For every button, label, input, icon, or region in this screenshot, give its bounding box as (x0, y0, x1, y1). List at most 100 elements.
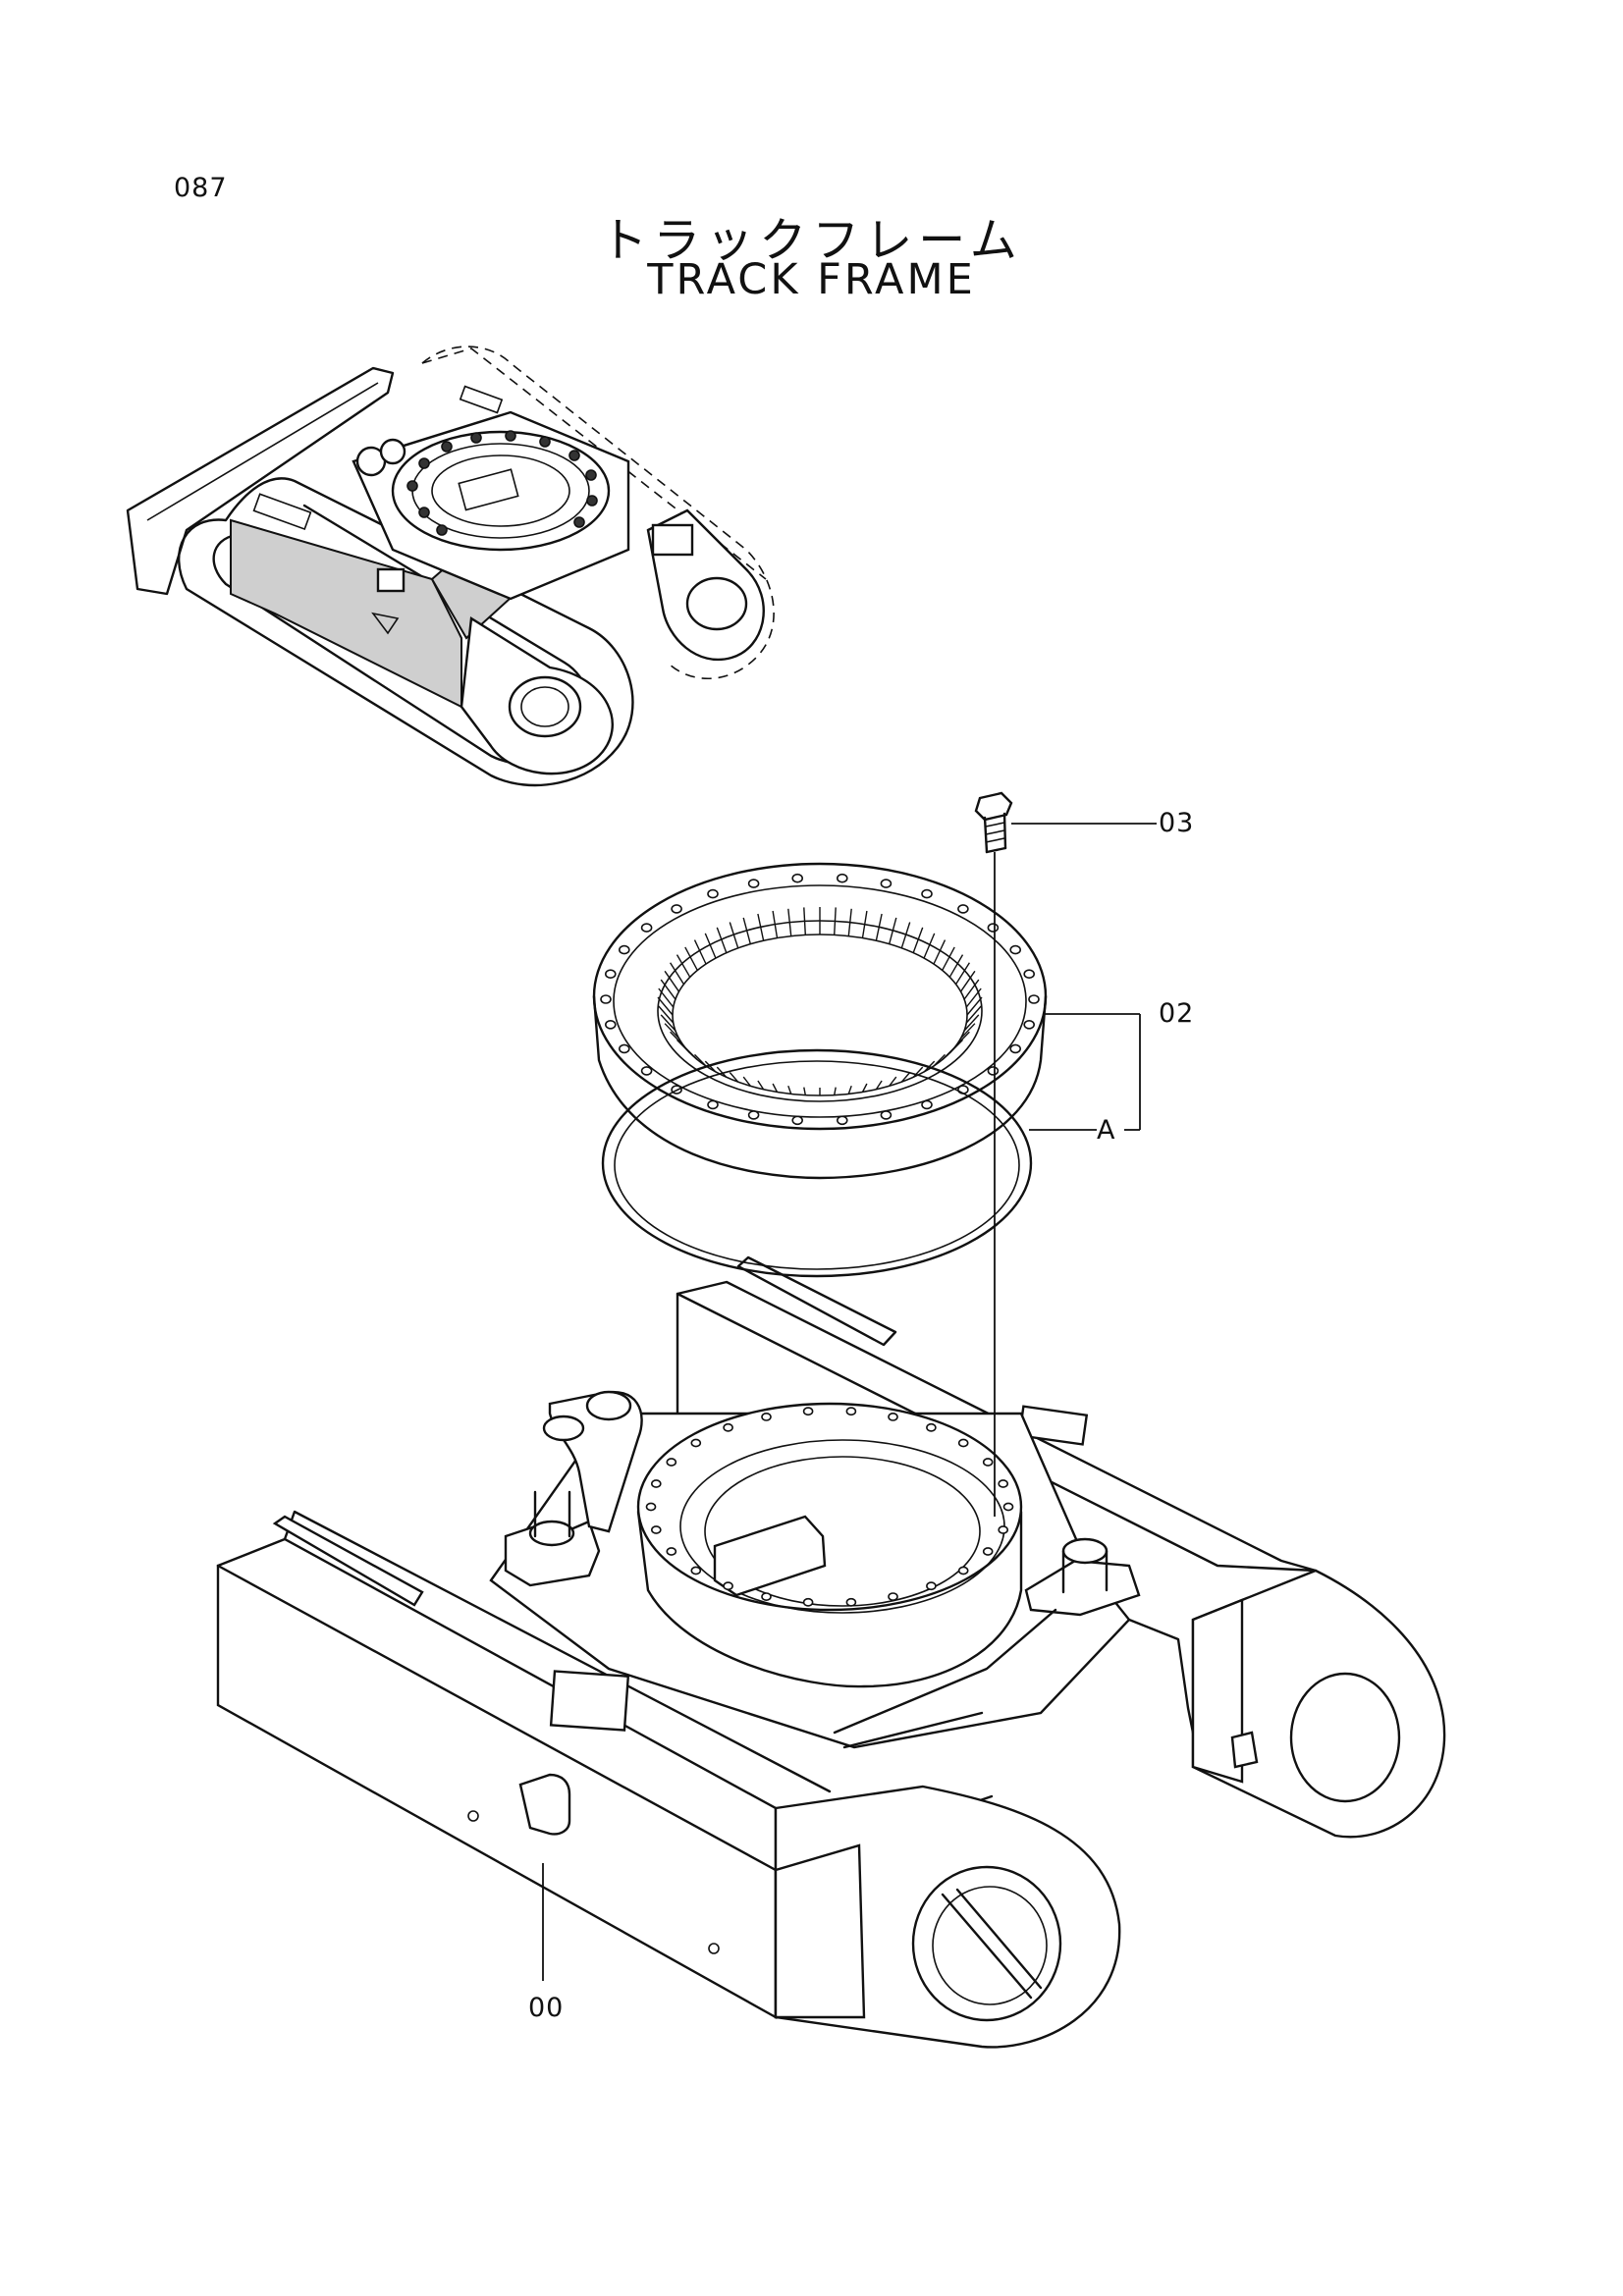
bolt-hole (921, 1099, 933, 1110)
bolt-hole (618, 944, 630, 955)
gear-tooth (664, 1023, 680, 1040)
bolt-hole (921, 888, 933, 899)
bolt-hole (640, 1066, 653, 1076)
gear-tooth (889, 917, 897, 944)
gear-tooth (729, 1072, 739, 1083)
gear-tooth (900, 1072, 911, 1083)
bolt-hole (640, 923, 653, 933)
bolt-hole (650, 1525, 662, 1534)
bolt-hole (645, 1502, 657, 1512)
seal-ring-part-a (601, 1048, 1033, 1278)
bolt-hole (761, 1592, 772, 1601)
gear-tooth (660, 979, 676, 1000)
bolt-hole (618, 1043, 630, 1054)
bolt-hole (926, 1581, 937, 1591)
bolt-hole (1023, 1020, 1035, 1030)
bolt-hole (604, 1020, 617, 1030)
gear-tooth (757, 1080, 765, 1091)
gear-tooth (900, 922, 911, 949)
bolt-hole (987, 1066, 1000, 1076)
gear-tooth (942, 1046, 955, 1061)
gear-tooth (963, 979, 980, 1000)
gear-tooth (959, 1023, 976, 1040)
gear-tooth (664, 970, 680, 992)
bolt-hole (982, 1458, 994, 1467)
bolt-hole (666, 1458, 677, 1467)
gear-tooth (704, 933, 717, 959)
bolt-hole (723, 1581, 733, 1591)
gear-tooth (889, 1076, 897, 1087)
callout-00: 00 (528, 1993, 565, 2023)
bolt-hole (957, 1438, 969, 1448)
gear-tooth (670, 962, 684, 985)
gear-tooth (912, 1066, 924, 1078)
gear-tooth (963, 1014, 980, 1032)
gear-tooth (716, 927, 728, 953)
gear-tooth (861, 910, 868, 938)
bolt-hole (747, 1110, 760, 1120)
gear-tooth (676, 954, 691, 978)
gear-tooth (875, 913, 883, 941)
gear-tooth (965, 988, 982, 1008)
gear-tooth (965, 1005, 982, 1024)
gear-tooth (933, 939, 947, 965)
bolt-hole (791, 873, 804, 883)
track-frame-part-00 (216, 1255, 1446, 2049)
bolt-hole (707, 888, 719, 899)
gear-tooth (803, 1087, 806, 1095)
gear-tooth (847, 908, 852, 936)
gear-tooth (657, 996, 674, 1016)
gear-tooth (933, 1053, 946, 1067)
gear-tooth (693, 939, 707, 965)
gear-tooth (658, 988, 675, 1008)
bolt-hole (845, 1407, 857, 1416)
gear-tooth (658, 1005, 675, 1024)
gear-tooth (834, 1087, 837, 1095)
gear-tooth (803, 907, 806, 935)
gear-tooth (875, 1080, 883, 1091)
bolt-hole (987, 923, 1000, 933)
bolt-hole (1028, 994, 1040, 1004)
gear-tooth (660, 1014, 676, 1032)
bolt-hole (1002, 1502, 1014, 1512)
gear-tooth (742, 917, 751, 944)
gear-tooth (694, 1053, 707, 1067)
gear-tooth (966, 996, 983, 1016)
gear-tooth (942, 946, 955, 971)
bolt-hole (650, 1479, 662, 1488)
gear-tooth (787, 1085, 792, 1095)
bolt-hole (926, 1422, 937, 1432)
gear-tooth (861, 1083, 868, 1093)
bolt-hole (707, 1099, 719, 1110)
gear-tooth (787, 908, 792, 936)
bolt-hole (690, 1566, 702, 1575)
bolt-hole (957, 1566, 969, 1575)
bolt-hole (761, 1413, 772, 1421)
gear-tooth (729, 922, 739, 949)
gear-tooth (847, 1085, 852, 1095)
bolt-hole (791, 1115, 804, 1126)
bolt-hole (1009, 944, 1021, 955)
bolt-hole (802, 1407, 814, 1416)
gear-tooth (757, 913, 765, 941)
gear-tooth (772, 910, 779, 938)
bolt-hole (836, 1115, 848, 1126)
gear-tooth (704, 1060, 717, 1073)
gear-tooth (716, 1066, 728, 1078)
bolt-hole (880, 1110, 893, 1120)
bolt-hole (888, 1413, 898, 1421)
gear-tooth (959, 970, 976, 992)
overview-machine-illustration (126, 346, 775, 787)
bolt-hole (690, 1438, 702, 1448)
callout-03: 03 (1159, 808, 1195, 838)
gear-tooth (772, 1083, 779, 1093)
bolt-part-03 (974, 791, 1013, 854)
gear-tooth (670, 1031, 684, 1046)
gear-tooth (955, 962, 970, 985)
bolt-hole (982, 1547, 994, 1556)
bolt-hole (998, 1479, 1009, 1488)
bolt-hole (723, 1422, 733, 1432)
bolt-hole (666, 1547, 677, 1556)
bolt-hole (880, 879, 893, 888)
